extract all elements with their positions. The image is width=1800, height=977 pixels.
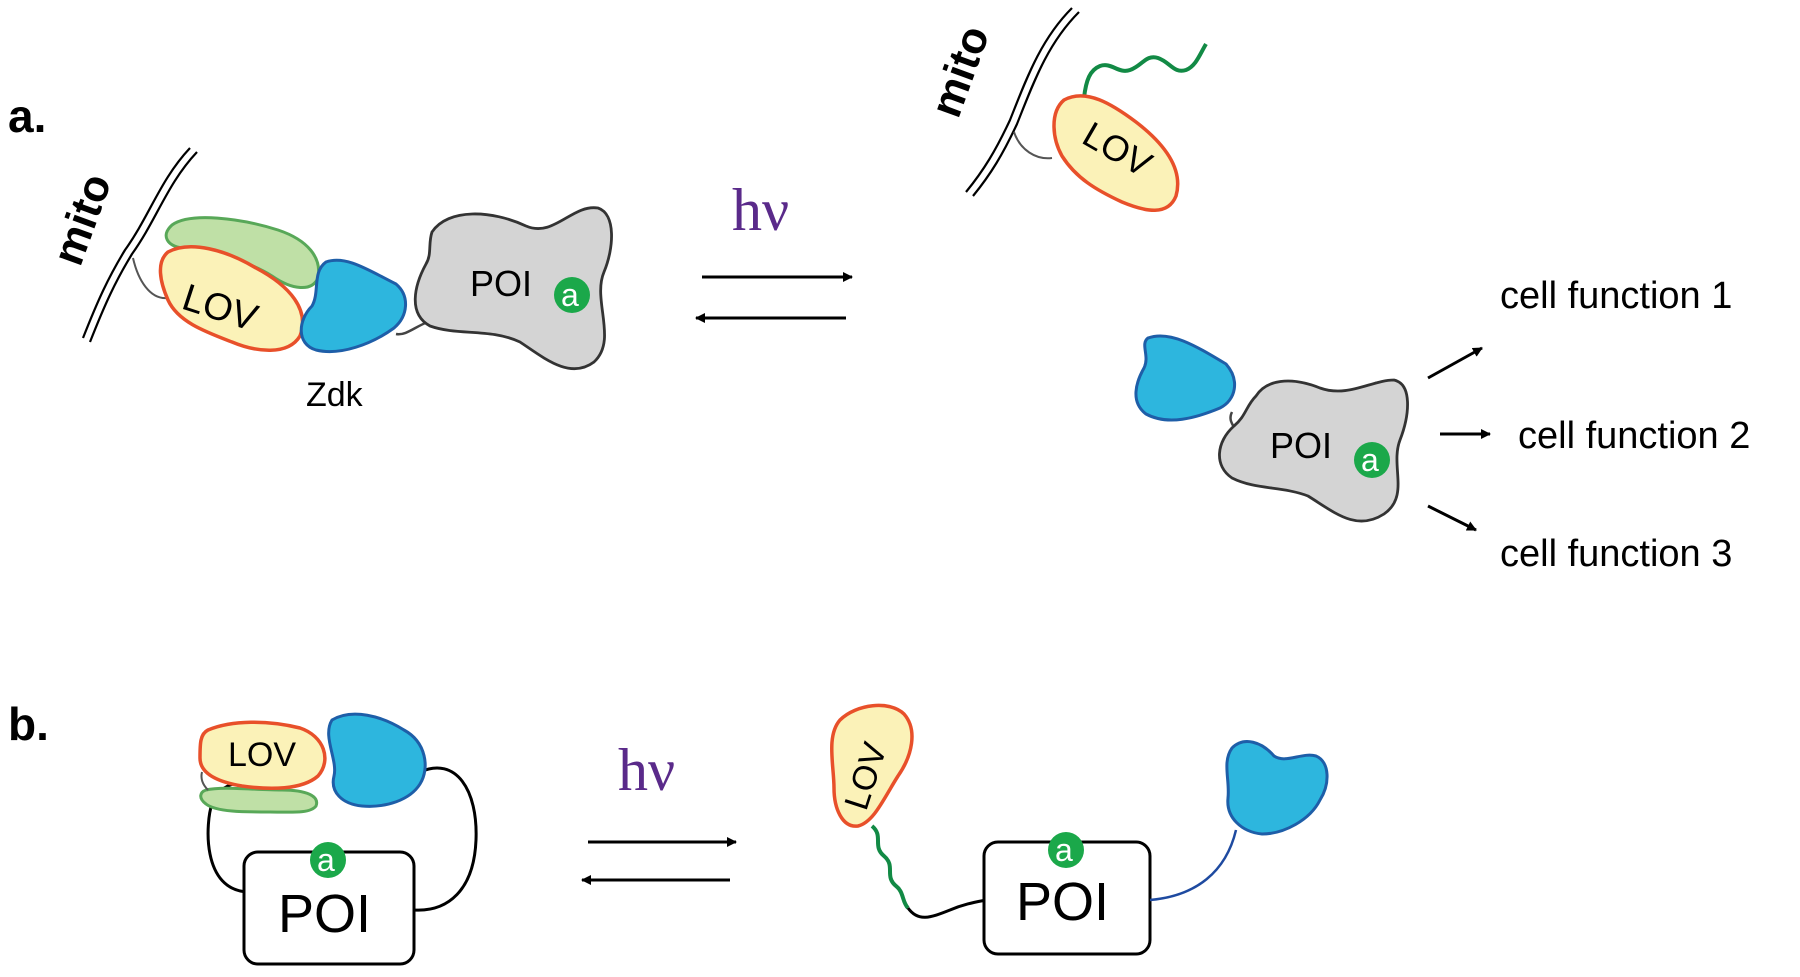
poi-box-right-label: POI (1016, 872, 1109, 932)
cell-function-3: cell function 3 (1500, 533, 1732, 575)
green-linker-right (1082, 42, 1208, 99)
mito-label-right: mito (921, 19, 999, 123)
lov-label-b-left: LOV (228, 736, 296, 774)
mito-membrane-right (965, 7, 1080, 197)
mito-tether-right (1013, 131, 1053, 160)
lov-domain-right (1052, 94, 1180, 212)
a-badge-left-text: a (561, 277, 579, 313)
a-badge-b-right-text: a (1055, 832, 1073, 868)
poi-domain-left (413, 206, 613, 371)
a-badge-b-right (1048, 832, 1084, 868)
zdk-domain-right (1134, 334, 1236, 422)
linker-zdk-poi (395, 320, 429, 336)
panel-b-label: b. (8, 698, 49, 750)
cell-function-1: cell function 1 (1500, 275, 1732, 317)
a-badge-left (554, 277, 590, 313)
lov-domain-b-right (829, 703, 914, 828)
hv-label-b: hν (618, 737, 675, 803)
jalpha-helix-b (199, 786, 319, 814)
mito-tether-left (132, 257, 169, 300)
cell-function-2: cell function 2 (1518, 415, 1750, 457)
zdk-domain-left (299, 258, 407, 354)
black-linker-b (906, 898, 987, 919)
poi-box-left-label: POI (278, 884, 371, 944)
zdk-domain-b-right (1225, 740, 1329, 836)
a-badge-right (1354, 442, 1390, 478)
tether-b-left (200, 771, 209, 791)
lov-domain-b-left (198, 720, 327, 790)
poi-domain-right (1218, 378, 1409, 523)
a-badge-right-text: a (1361, 442, 1379, 478)
mito-label-left: mito (43, 167, 121, 271)
blue-linker-b (1149, 829, 1238, 902)
a-badge-b-left-text: a (317, 842, 335, 878)
poi-label-left: POI (470, 263, 532, 304)
output-arrow-3 (1427, 504, 1477, 532)
zdk-label: Zdk (306, 376, 364, 414)
output-arrow-1 (1427, 346, 1483, 380)
mito-membrane-left (81, 147, 198, 343)
poi-label-right: POI (1270, 425, 1332, 466)
a-badge-b-left (310, 842, 346, 878)
panel-a-label: a. (8, 90, 46, 142)
green-linker-b (870, 824, 910, 910)
zdk-domain-b-left (327, 712, 427, 808)
lov-domain-left (158, 245, 305, 352)
hv-label-a: hν (732, 177, 789, 243)
loop-right (413, 766, 478, 912)
